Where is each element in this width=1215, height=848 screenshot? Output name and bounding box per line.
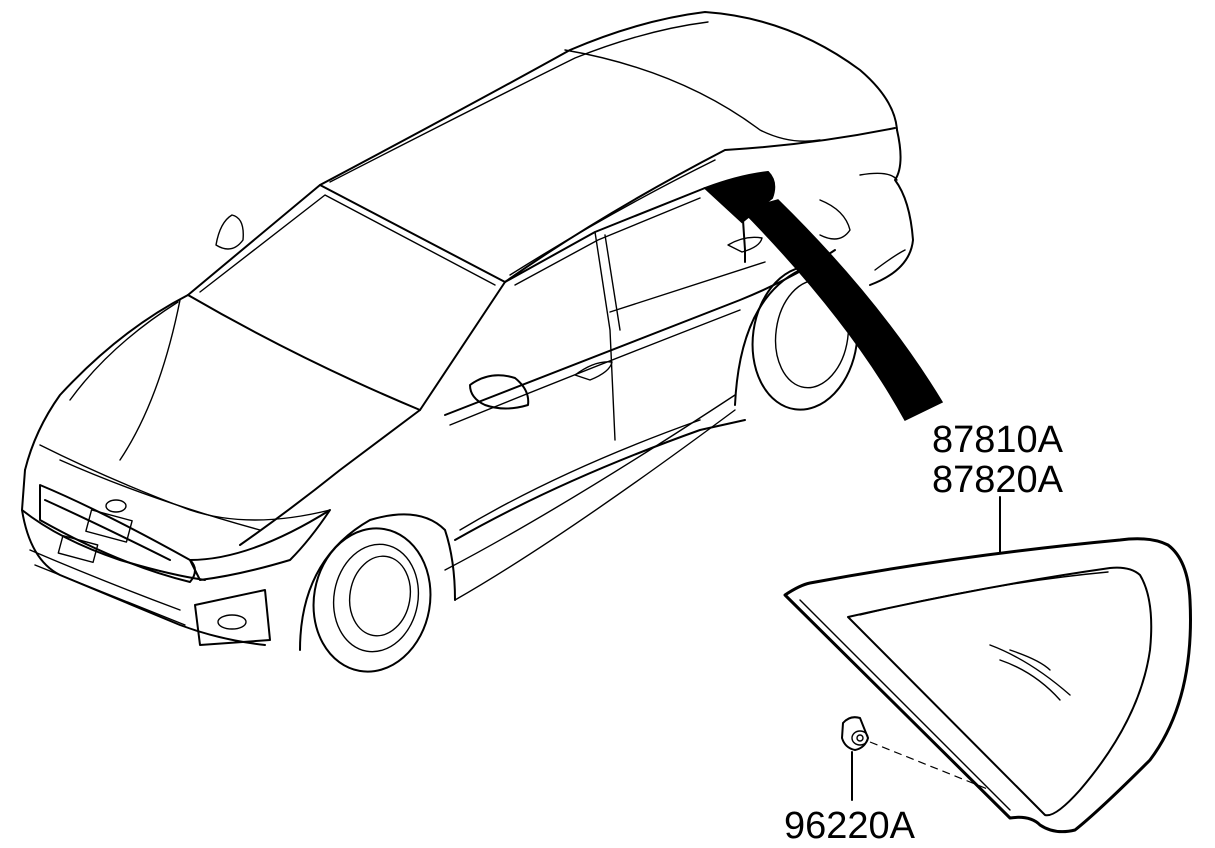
- label-96220A: 96220A: [784, 805, 916, 847]
- quarter-glass-part: [783, 537, 1192, 834]
- label-87810A: 87810A: [932, 419, 1064, 461]
- label-87820A: 87820A: [932, 459, 1064, 501]
- fastener-part: [841, 716, 869, 751]
- fastener-dashed-line: [869, 741, 991, 791]
- car-outline: [21, 11, 914, 673]
- callout-arrow: [740, 199, 944, 421]
